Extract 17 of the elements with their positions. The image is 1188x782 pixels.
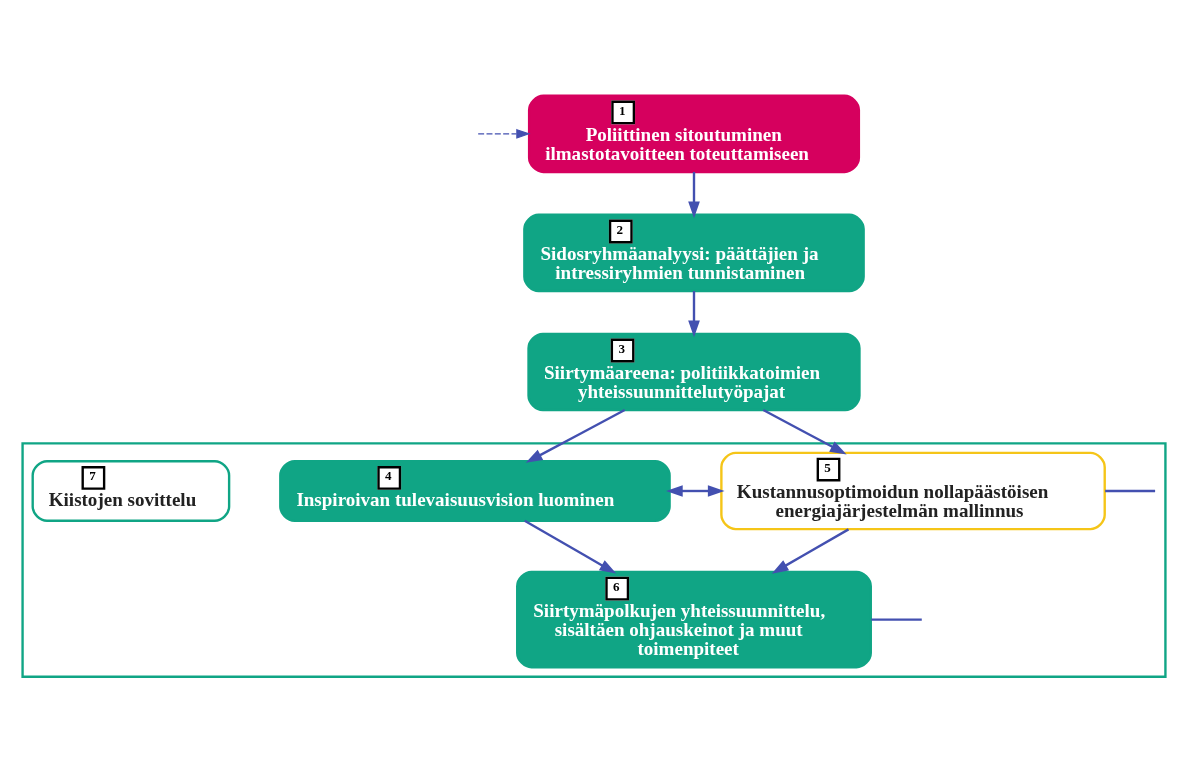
arrow (688, 171, 700, 219)
connector (1105, 489, 1156, 493)
arrow (525, 409, 626, 463)
arrow (477, 128, 531, 139)
node-box: 7 Kiistojen sovittelu (31, 460, 231, 522)
node-box: 6 Siirtymäpolkujen yhteissuunnittelu, sisältäen ohjauskeinot ja muut toimenpiteet (516, 570, 872, 669)
arrow (666, 485, 725, 497)
connector (871, 618, 922, 621)
node-box: 5 Kustannusoptimoidun nollapäästöisen energiajärjestelmän mallinnus (720, 451, 1106, 531)
node-box: 1 Poliittinen sitoutuminen ilmastotavoitteen toteuttamiseen (527, 94, 861, 174)
node-box: 3 Siirtymäareena: politiikkatoimien yhteissuunnittelutyöpajat (527, 332, 861, 412)
arrow (524, 519, 617, 574)
arrow (762, 409, 847, 455)
node-box: 2 Sidosryhmäanalyysi: päättäjien ja intressiryhmien tunnistaminen (523, 213, 865, 293)
arrow (688, 291, 700, 338)
arrow (771, 528, 850, 574)
node-box: 4 Inspiroivan tulevaisuusvision luominen (279, 460, 671, 522)
